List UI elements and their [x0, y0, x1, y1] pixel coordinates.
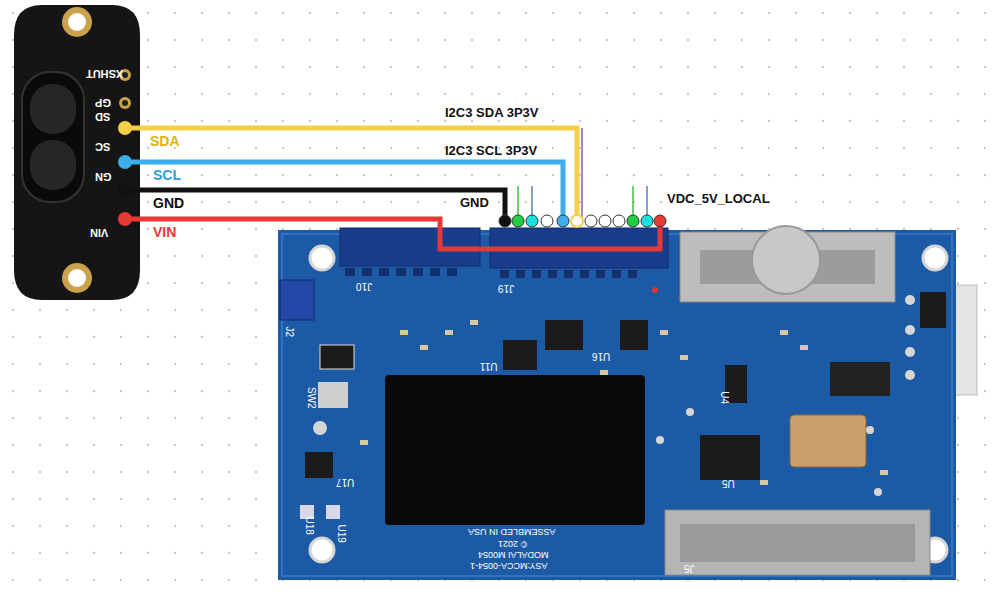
tof-sensor-board [14, 5, 140, 300]
flight-board [278, 226, 977, 580]
silk-refdes: J10 [356, 280, 372, 292]
silk-text: MODALAI M0054 [478, 550, 549, 560]
signal-callout: I2C3 SCL 3P3V [445, 144, 537, 159]
wire-end-dots [118, 121, 132, 226]
signal-callout: I2C3 SDA 3P3V [445, 106, 538, 121]
silk-pin-label: SD [95, 110, 110, 123]
connector-pins [499, 215, 666, 227]
silk-pin-label: GN [95, 170, 112, 183]
silk-refdes: U5 [722, 477, 735, 489]
silk-refdes: J19 [498, 282, 514, 294]
silk-text: ASY:MCCA-0054-1 [470, 561, 548, 571]
silk-refdes: J2 [284, 326, 296, 337]
silk-pin-label: XSHUT [86, 67, 123, 80]
silk-pin-label: GP [95, 96, 111, 109]
signal-callout: GND [460, 196, 489, 211]
wire-label: GND [153, 195, 184, 211]
silk-refdes: SW2 [305, 387, 317, 409]
wire-label: SCL [153, 167, 181, 183]
silk-refdes: U4 [719, 391, 731, 404]
wire-label: SDA [150, 133, 180, 149]
silk-text: ASSEMBLED IN USA [468, 527, 556, 537]
wire-label: VIN [153, 224, 176, 240]
silk-pin-label: SC [95, 140, 110, 153]
silk-text: © 2021 [498, 539, 527, 549]
silk-refdes: U11 [480, 360, 498, 372]
silk-refdes: U19 [335, 525, 347, 543]
signal-callout: VDC_5V_LOCAL [667, 192, 770, 207]
silk-refdes: U18 [303, 517, 315, 535]
silk-pin-label: VIN [90, 226, 108, 239]
wires [125, 128, 660, 249]
silk-refdes: J5 [684, 562, 695, 574]
silk-refdes: U16 [592, 350, 610, 362]
silk-refdes: U17 [336, 476, 354, 488]
